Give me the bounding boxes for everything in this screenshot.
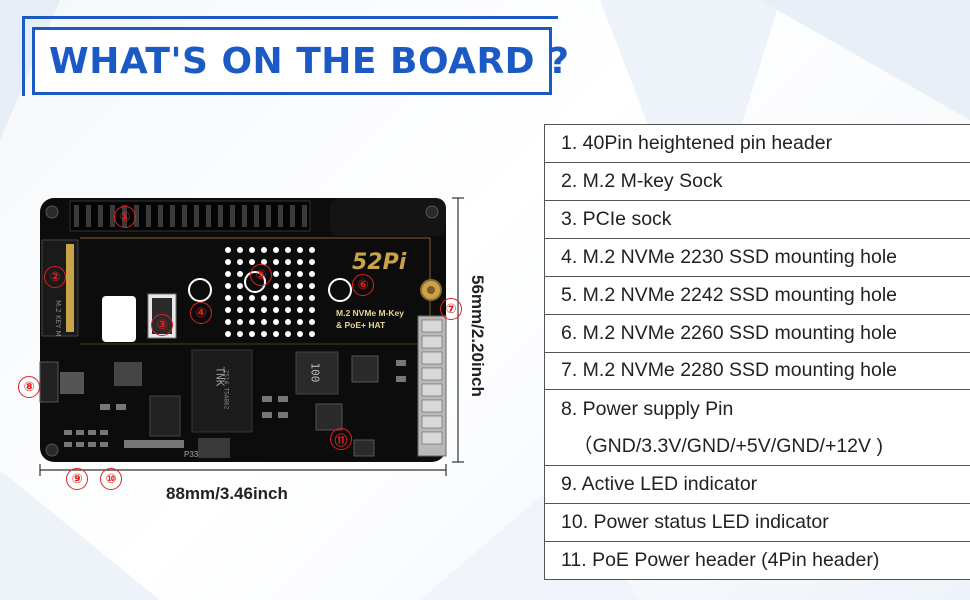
feature-row: 1. 40Pin heightened pin header: [545, 125, 970, 163]
feature-row-power: 8. Power supply Pin （GND/3.3V/GND/+5V/GN…: [545, 390, 970, 466]
feature-8-line1: 8. Power supply Pin: [561, 397, 734, 420]
feature-row: 3. PCIe sock: [545, 201, 970, 239]
board-logo: 52Pi: [352, 250, 407, 275]
board-svg: M.2 KEY M: [39, 197, 464, 476]
chip-sublabel: 2514 TSA862: [222, 369, 230, 410]
height-dimension: 56mm/2.20inch: [468, 275, 487, 397]
feature-row: 11. PoE Power header (4Pin header): [545, 542, 970, 580]
feature-table: 1. 40Pin heightened pin header 2. M.2 M-…: [544, 124, 970, 580]
width-dimension: 88mm/3.46inch: [166, 484, 288, 503]
feature-row: 6. M.2 NVMe 2260 SSD mounting hole: [545, 315, 970, 353]
page-title: WHAT'S ON THE BOARD ?: [49, 40, 570, 82]
title-box: WHAT'S ON THE BOARD ?: [32, 27, 569, 95]
feature-row: 7. M.2 NVMe 2280 SSD mounting hole: [545, 353, 970, 390]
pcb-label: P33: [184, 450, 199, 459]
board-product-line2: & PoE+ HAT: [336, 320, 386, 330]
feature-row: 10. Power status LED indicator: [545, 504, 970, 542]
marker-4: ④: [190, 302, 212, 324]
board-illustration: M.2 KEY M: [18, 197, 487, 503]
marker-9: ⑨: [66, 468, 88, 490]
marker-1: ①: [114, 206, 136, 228]
feature-row: 2. M.2 M-key Sock: [545, 163, 970, 201]
vent-dot-grid: [225, 247, 315, 337]
feature-8-line2: （GND/3.3V/GND/+5V/GND/+12V ): [573, 434, 883, 457]
feature-row: 5. M.2 NVMe 2242 SSD mounting hole: [545, 277, 970, 315]
marker-5: ⑤: [250, 264, 272, 286]
marker-10: ⑩: [100, 468, 122, 490]
feature-row: 9. Active LED indicator: [545, 466, 970, 504]
marker-2: ②: [44, 266, 66, 288]
marker-3: ③: [151, 314, 173, 336]
svg-text:M.2 KEY M: M.2 KEY M: [54, 300, 62, 337]
feature-row: 4. M.2 NVMe 2230 SSD mounting hole: [545, 239, 970, 277]
marker-11: ⑪: [330, 428, 352, 450]
board-product-line1: M.2 NVMe M-Key: [336, 308, 405, 318]
marker-8: ⑧: [18, 376, 40, 398]
title-frame: [22, 16, 558, 96]
marker-6: ⑥: [352, 274, 374, 296]
inductor-label: 100: [308, 362, 322, 383]
marker-7: ⑦: [440, 298, 462, 320]
